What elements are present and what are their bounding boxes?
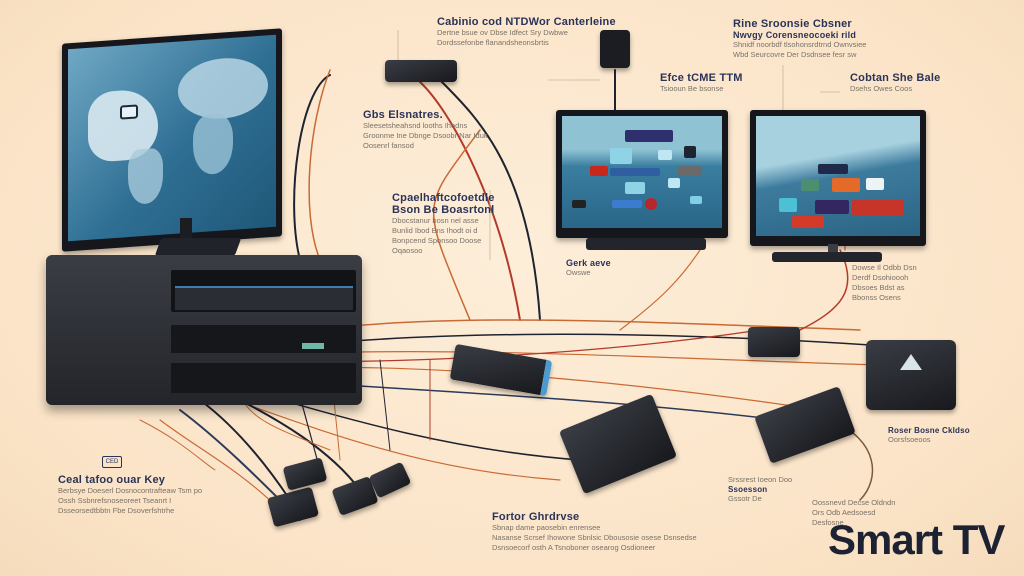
- cable: [219, 394, 561, 481]
- app-tile: [852, 200, 904, 216]
- app-tile: [658, 150, 672, 160]
- app-tile: [832, 178, 860, 192]
- app-tile: [572, 200, 586, 208]
- tv-middle-screen: [562, 116, 722, 228]
- app-tile: [801, 179, 819, 191]
- app-tile: [818, 164, 848, 174]
- app-tile: [779, 198, 797, 212]
- label-tv-middle: Efce tCME TTM Tsiooun Be bsonse: [660, 72, 743, 93]
- label-brand-area: Oossnevd Decse Oldndn Ors Odb Aedsoesd D…: [812, 498, 896, 527]
- app-tile: [612, 200, 642, 208]
- label-tv-right: Cobtan She Bale Dsehs Owes Coos: [850, 72, 941, 93]
- media-player: [175, 286, 353, 310]
- label-center-mid: Cpaelhaftcofoetdle Bson Be Boasrtonl Dbo…: [392, 192, 495, 255]
- cabinet-shelf: [171, 325, 356, 353]
- app-tile: [610, 168, 660, 176]
- label-tv-middle-below: Gerk aeve Owswe: [566, 258, 611, 277]
- label-bottom-left: CED Ceal tafoo ouar Key Berbsye Doeserl …: [58, 456, 202, 516]
- cable: [433, 129, 481, 321]
- app-tile: [792, 216, 824, 228]
- brand-title: Smart TV: [828, 516, 1005, 563]
- app-tile: [866, 178, 884, 190]
- cabinet-display: [302, 343, 324, 349]
- cable: [419, 81, 521, 321]
- router-top: [385, 60, 457, 82]
- world-map-continent: [193, 112, 233, 176]
- cabinet-shelf: [171, 270, 356, 312]
- label-top-center: Cabinio cod NTDWor Canterleine Dertne bs…: [437, 16, 616, 47]
- antenna-module: [600, 30, 630, 68]
- app-tile: [678, 166, 702, 176]
- app-tile: [684, 146, 696, 158]
- tv-right-stand-base: [772, 252, 882, 262]
- cable: [379, 359, 391, 451]
- small-adapter: [748, 327, 800, 357]
- label-bottom-right: Roser Bosne Ckldso Oorsfsoeoos: [888, 426, 970, 444]
- label-top-right: Rine Sroonsie Cbsner Nwvgy Corensneocoek…: [733, 18, 867, 59]
- brand-triangle-icon: [900, 354, 922, 370]
- tv-cabinet: [46, 255, 362, 405]
- app-tile: [625, 130, 673, 142]
- app-tile: [668, 178, 680, 188]
- cable: [439, 79, 541, 321]
- tv-left: [62, 28, 282, 252]
- world-map-continent: [178, 55, 268, 122]
- cable: [159, 419, 281, 511]
- app-tile: [590, 166, 608, 176]
- remote-icon: CED: [102, 456, 122, 468]
- app-tile: [610, 148, 632, 164]
- streaming-box-right: [866, 340, 956, 410]
- tv-right-stand: [828, 244, 838, 256]
- app-tile: [690, 196, 702, 204]
- label-mid-right-device: Srssrest Ioeon Doo Ssoesson Gssotr De: [728, 475, 793, 503]
- cable: [308, 69, 331, 261]
- cabinet-shelf: [171, 363, 356, 393]
- tv-left-screen: [68, 34, 276, 242]
- cable: [293, 74, 331, 261]
- tv-middle-stand-base: [586, 238, 706, 250]
- app-tile: [625, 182, 645, 194]
- location-pin-icon: [120, 104, 138, 120]
- tv-right-screen: [756, 116, 920, 236]
- cable: [139, 419, 216, 471]
- cable: [199, 399, 291, 501]
- tv-middle: [556, 110, 728, 238]
- label-center-upper: Gbs Elsnatres. Sleesetsheahsnd looths Ih…: [363, 109, 488, 150]
- cable: [799, 249, 849, 331]
- label-bottom-center: Fortor Ghrdrvse Sbnap dame paosebin enre…: [492, 511, 697, 552]
- world-map-continent: [128, 147, 163, 206]
- tv-right: [750, 110, 926, 246]
- cable: [619, 249, 701, 331]
- label-right-side: Dowse Il Odbb Dsn Derdf Dsohioooh Dbsoes…: [852, 263, 917, 302]
- app-tile: [645, 198, 657, 210]
- tv-left-stand-base: [154, 238, 242, 256]
- app-tile: [815, 200, 849, 214]
